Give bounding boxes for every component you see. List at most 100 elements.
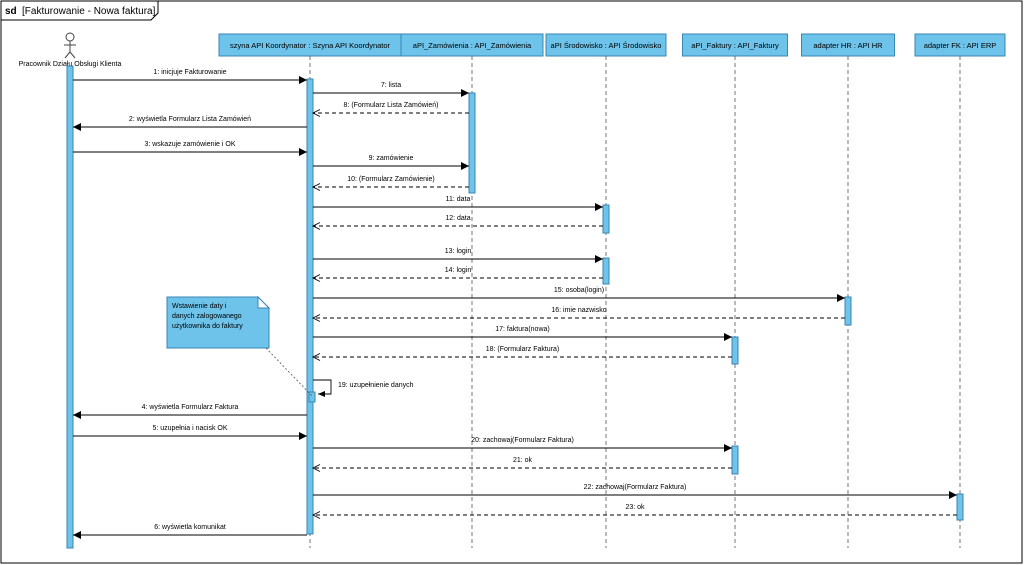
arrowhead — [311, 314, 321, 322]
note: Wstawienie daty i danych zalogowanego uż… — [166, 295, 313, 397]
message-label: 17: faktura(nowa) — [495, 326, 549, 333]
message[interactable]: 10: (Formularz Zamówienie) — [311, 176, 469, 191]
message[interactable]: 23: ok — [311, 504, 957, 519]
participant-label: aPI_Faktury : API_Faktury — [691, 41, 779, 50]
message[interactable]: 8: (Formularz Lista Zamówień) — [311, 102, 469, 117]
activation-bar — [468, 92, 476, 194]
message[interactable]: 19: uzupełnienie danych — [313, 379, 414, 397]
message-label: 9: zamówienie — [369, 155, 414, 162]
arrowhead — [949, 491, 957, 499]
arrowhead — [318, 391, 325, 397]
activation-bar — [731, 336, 739, 365]
message-label: 13: login — [445, 248, 472, 255]
message-label: 22: zachowaj(Formularz Faktura) — [584, 484, 687, 491]
activation-bar — [844, 296, 852, 326]
arrowhead — [311, 511, 321, 519]
message-label: 7: lista — [381, 82, 401, 89]
arrowhead — [311, 222, 321, 230]
message[interactable]: 5: uzupełnia i nacisk OK — [73, 425, 307, 440]
activation-bar — [602, 204, 610, 234]
message[interactable]: 7: lista — [313, 82, 469, 97]
arrowhead — [311, 274, 321, 282]
message-label: 21: ok — [513, 457, 533, 464]
message-label: 8: (Formularz Lista Zamówień) — [344, 102, 439, 109]
activation-bar — [956, 493, 964, 521]
frame-tab — [0, 0, 159, 21]
arrowhead — [724, 333, 732, 341]
arrowhead — [311, 353, 321, 361]
arrowhead — [461, 89, 469, 97]
message-label: 19: uzupełnienie danych — [338, 382, 414, 389]
participant-4[interactable]: aPI_Faktury : API_Faktury — [682, 33, 788, 57]
message-label: 6: wyświetla komunikat — [154, 524, 226, 531]
arrowhead — [724, 444, 732, 452]
message-label: 23: ok — [625, 504, 645, 511]
message-label: 14: login — [445, 267, 472, 274]
arrowhead — [311, 109, 321, 117]
message[interactable]: 2: wyświetla Formularz Lista Zamówień — [73, 116, 307, 131]
message[interactable]: 9: zamówienie — [313, 155, 469, 170]
note-connector — [265, 347, 313, 397]
actor[interactable]: Pracownik Działu Obsługi Klienta — [19, 32, 122, 68]
message-label: 18: (Formularz Faktura) — [486, 346, 560, 353]
message-label: 4: wyświetla Formularz Faktura — [142, 404, 239, 411]
message-label: 1: inicjuje Fakturowanie — [153, 69, 226, 76]
arrowhead — [299, 432, 307, 440]
actor-activation-bar — [66, 65, 74, 549]
frame-keyword: sd — [5, 6, 17, 17]
note-line-3: użytkownika do faktury — [172, 323, 243, 330]
arrowhead — [311, 464, 321, 472]
arrowhead — [299, 148, 307, 156]
note-fold — [257, 295, 271, 309]
participant-label: aPI Środowisko : API Środowisko — [551, 41, 662, 50]
message[interactable]: 15: osoba(login) — [313, 287, 845, 302]
message-label: 16: imie nazwisko — [551, 307, 606, 314]
message[interactable]: 12: data — [311, 215, 603, 230]
activation-bar — [731, 445, 739, 475]
arrowhead — [73, 123, 81, 131]
message[interactable]: 22: zachowaj(Formularz Faktura) — [313, 484, 957, 499]
message[interactable]: 13: login — [313, 248, 603, 263]
participant-label: szyna API Koordynator : Szyna API Koordy… — [230, 41, 391, 50]
message-label: 5: uzupełnia i nacisk OK — [152, 425, 227, 432]
arrowhead — [595, 203, 603, 211]
message[interactable]: 16: imie nazwisko — [311, 307, 845, 322]
participant-label: adapter HR : API HR — [813, 41, 883, 50]
message-label: 11: data — [446, 196, 471, 203]
note-line-1: Wstawienie daty i — [172, 303, 227, 310]
participant-label: adapter FK : API ERP — [924, 41, 997, 50]
message[interactable]: 4: wyświetla Formularz Faktura — [73, 404, 307, 419]
participant-1[interactable]: szyna API Koordynator : Szyna API Koordy… — [218, 33, 402, 57]
message[interactable]: 21: ok — [311, 457, 732, 472]
note-body — [166, 296, 270, 349]
stick-figure-icon — [64, 32, 76, 59]
frame-title: [Fakturowanie - Nowa faktura] — [22, 6, 156, 17]
message[interactable]: 18: (Formularz Faktura) — [311, 346, 732, 361]
arrowhead — [299, 76, 307, 84]
message[interactable]: 20: zachowaj(Formularz Faktura) — [313, 437, 732, 452]
self-activation-bar — [308, 391, 316, 403]
message[interactable]: 3: wskazuje zamówienie i OK — [73, 141, 307, 156]
message-label: 15: osoba(login) — [554, 287, 604, 294]
participant-3[interactable]: aPI Środowisko : API Środowisko — [545, 33, 667, 57]
message[interactable]: 11: data — [313, 196, 603, 211]
message-label: 3: wskazuje zamówienie i OK — [144, 141, 235, 148]
participant-label: aPI_Zamówienia : API_Zamówienia — [413, 41, 532, 50]
arrowhead — [837, 294, 845, 302]
note-line-2: danych zalogowanego — [172, 313, 242, 320]
message[interactable]: 14: login — [311, 267, 603, 282]
message-label: 2: wyświetla Formularz Lista Zamówień — [129, 116, 251, 123]
participant-5[interactable]: adapter HR : API HR — [801, 33, 895, 57]
message[interactable]: 17: faktura(nowa) — [313, 326, 732, 341]
participant-2[interactable]: aPI_Zamówienia : API_Zamówienia — [400, 33, 544, 57]
message[interactable]: 1: inicjuje Fakturowanie — [73, 69, 307, 84]
actor-label: Pracownik Działu Obsługi Klienta — [19, 61, 122, 68]
message[interactable]: 6: wyświetla komunikat — [73, 524, 307, 539]
arrowhead — [73, 411, 81, 419]
arrowhead — [73, 531, 81, 539]
message-label: 20: zachowaj(Formularz Faktura) — [471, 437, 574, 444]
participant-6[interactable]: adapter FK : API ERP — [914, 33, 1006, 57]
arrowhead — [311, 183, 321, 191]
